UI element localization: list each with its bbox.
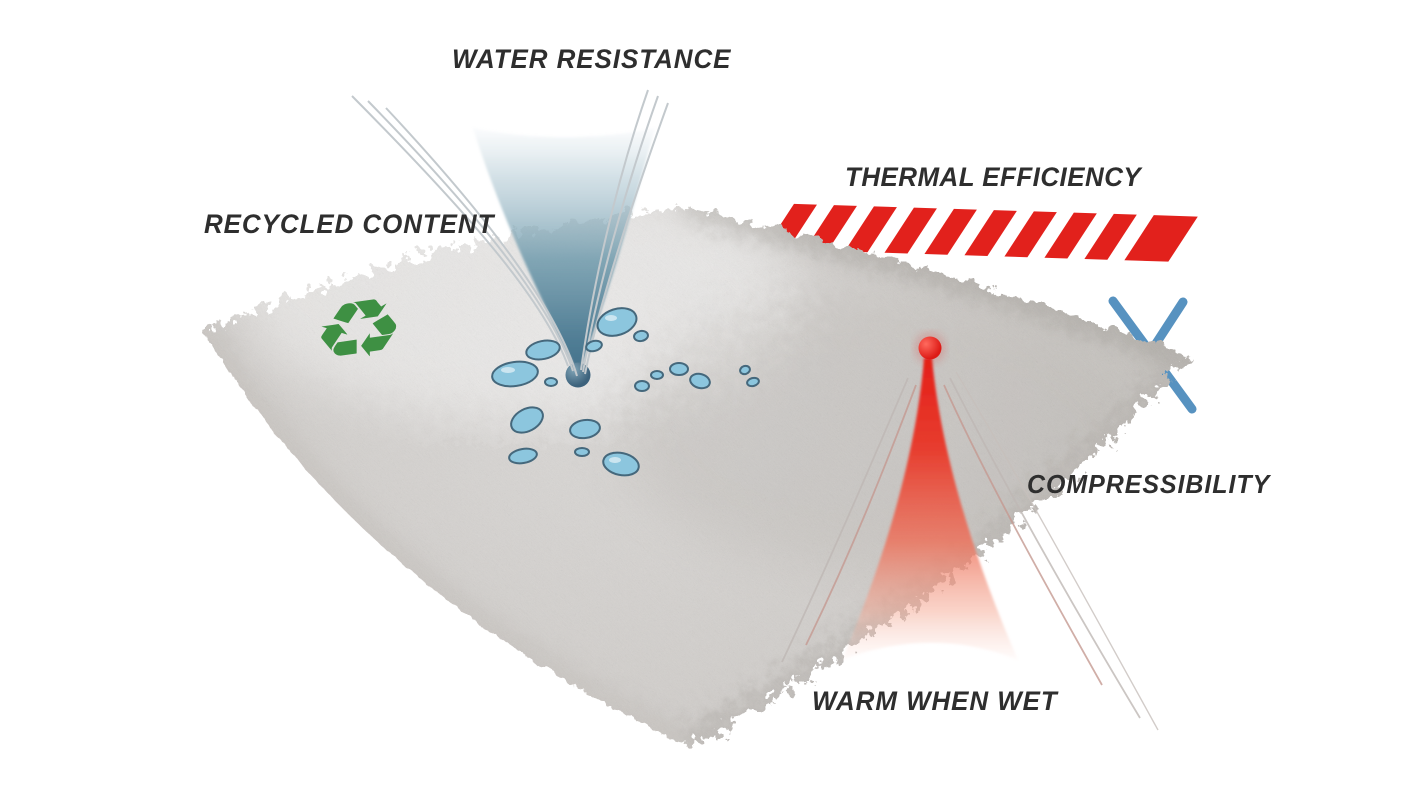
water-droplet (508, 447, 538, 465)
splash-lines (351, 89, 669, 377)
water-droplet (746, 376, 760, 388)
label-warm-when-wet: WARM WHEN WET (812, 686, 1058, 716)
label-compressibility: COMPRESSIBILITY (1027, 469, 1271, 499)
water-droplet (510, 406, 544, 434)
water-droplet (596, 307, 638, 337)
water-droplet (689, 372, 711, 390)
heat-flank-lines (781, 371, 1159, 731)
thermal-stripe (1044, 212, 1097, 259)
thermal-stripe (924, 208, 977, 255)
thermal-stripe (964, 210, 1017, 256)
thermal-stripes-icon (764, 203, 1198, 262)
water-droplet (569, 418, 601, 440)
water-droplet (574, 447, 590, 457)
water-droplet (669, 362, 689, 376)
water-droplet (739, 364, 751, 376)
label-thermal-efficiency: THERMAL EFFICIENCY (845, 162, 1142, 192)
water-droplet (544, 377, 558, 387)
water-droplet (525, 339, 561, 361)
thermal-stripe (884, 207, 937, 254)
thermal-stripe (1124, 215, 1198, 262)
water-droplet (634, 380, 650, 392)
thermal-stripe (1004, 211, 1057, 258)
label-recycled-content: RECYCLED CONTENT (204, 209, 495, 239)
heat-ball (918, 336, 942, 360)
heat-cone (842, 358, 1018, 660)
heat-plume-icon (842, 332, 1018, 660)
label-water-resistance: WATER RESISTANCE (452, 44, 732, 74)
recycle-icon: ♻ (312, 276, 405, 384)
water-droplet (650, 370, 664, 380)
water-droplet (633, 329, 649, 343)
water-funnel (473, 128, 655, 374)
thermal-stripe (844, 206, 897, 253)
water-droplet (585, 339, 603, 353)
thermal-stripe (1084, 213, 1137, 260)
water-droplets (491, 307, 760, 477)
